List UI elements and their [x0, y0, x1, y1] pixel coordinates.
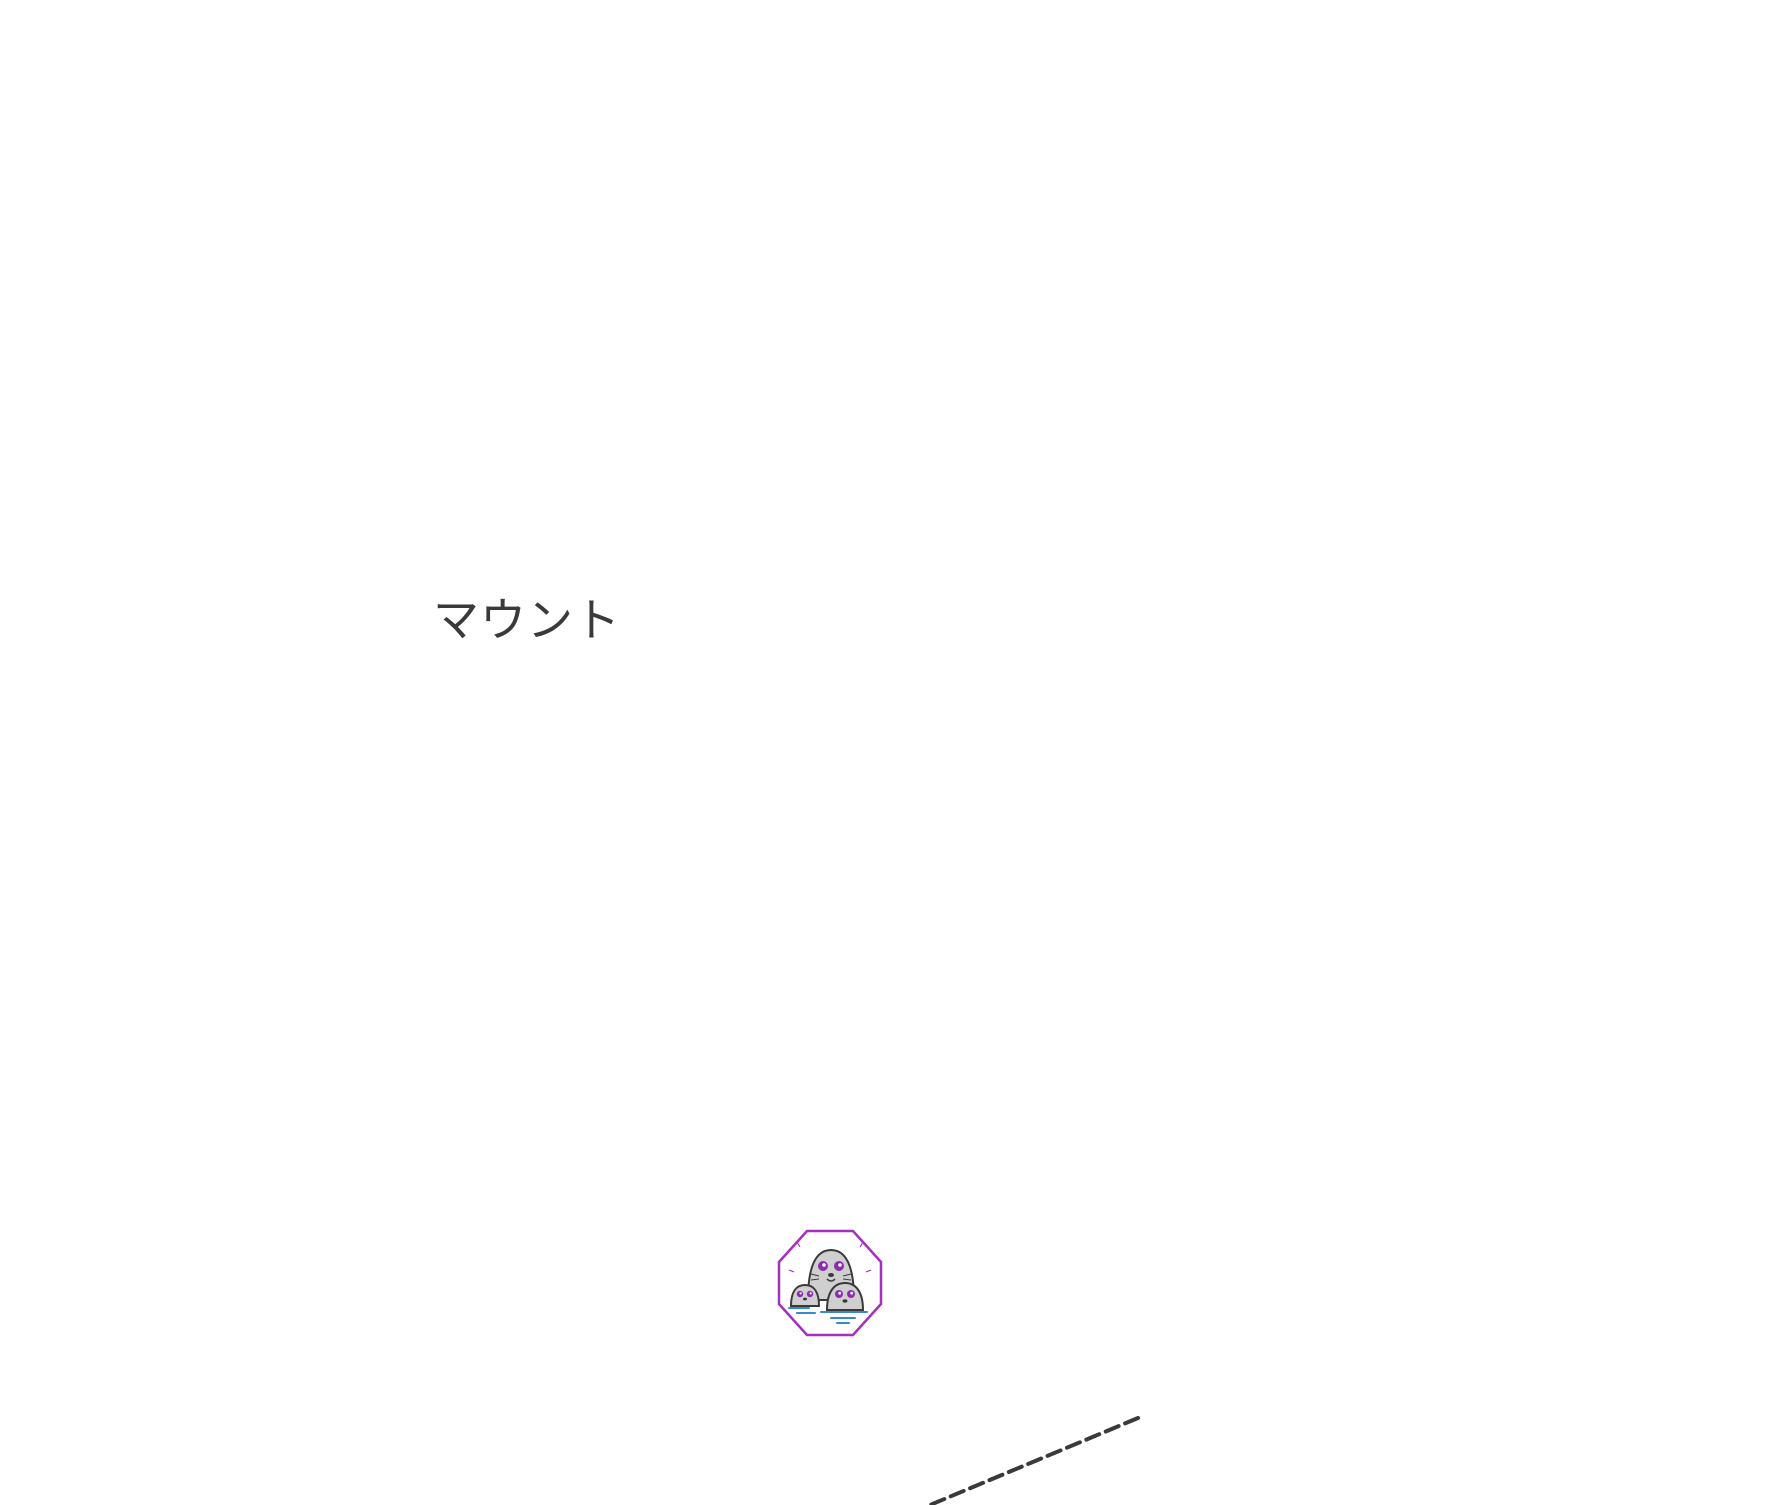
mount-label: マウント — [433, 593, 621, 647]
dashed-connector-line — [928, 1416, 1140, 1505]
podman-seals-logo-icon — [777, 1229, 883, 1337]
